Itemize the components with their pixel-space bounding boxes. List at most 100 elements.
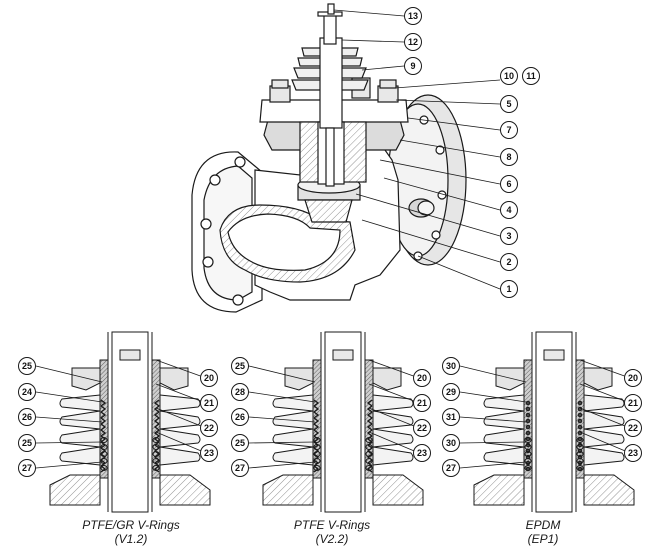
- packing-detail-2: [459, 331, 635, 513]
- packing-2-callout-left-29: 29: [442, 383, 460, 401]
- packing-leaders-2: [459, 359, 631, 469]
- packing-1-callout-right-22: 22: [413, 419, 431, 437]
- valve-callout-1-label: 1: [506, 284, 511, 294]
- packing-1-callout-right-20-label: 20: [417, 373, 427, 383]
- packing-0-callout-left-24: 24: [18, 383, 36, 401]
- packing-2-callout-right-22: 22: [624, 419, 642, 437]
- packing-0-callout-left-27-label: 27: [22, 463, 32, 473]
- packing-1-callout-left-27-label: 27: [235, 463, 245, 473]
- packing-0-callout-left-26: 26: [18, 408, 36, 426]
- valve-callout-8: 8: [500, 148, 518, 166]
- valve-callout-4: 4: [500, 201, 518, 219]
- packing-0-callout-left-25: 25: [18, 434, 36, 452]
- valve-callout-4-label: 4: [506, 205, 511, 215]
- packing-0-callout-left-27: 27: [18, 459, 36, 477]
- valve-callout-7: 7: [500, 121, 518, 139]
- packing-2-callout-right-23-label: 23: [628, 448, 638, 458]
- packing-2-callout-right-21-label: 21: [628, 398, 638, 408]
- packing-1-callout-left-25: 25: [231, 357, 249, 375]
- packing-1-callout-right-21: 21: [413, 394, 431, 412]
- packing-2-callout-left-30: 30: [442, 357, 460, 375]
- packing-2-callout-left-27: 27: [442, 459, 460, 477]
- packing-0-callout-right-22: 22: [200, 419, 218, 437]
- caption-v12-title: PTFE/GR V-Rings: [82, 518, 180, 532]
- valve-callout-9-label: 9: [410, 61, 415, 71]
- valve-callout-3: 3: [500, 227, 518, 245]
- valve-callout-12: 12: [404, 33, 422, 51]
- valve-callout-12-label: 12: [408, 37, 418, 47]
- packing-1-callout-left-26-label: 26: [235, 412, 245, 422]
- caption-v12-code: (V1.2): [114, 532, 148, 546]
- valve-callout-6: 6: [500, 175, 518, 193]
- packing-1-callout-right-23: 23: [413, 444, 431, 462]
- valve-callout-13-label: 13: [408, 11, 418, 21]
- caption-v22: PTFE V-Rings (V2.2): [232, 518, 432, 546]
- caption-ep1: EPDM (EP1): [443, 518, 643, 546]
- packing-detail-1: [248, 331, 424, 513]
- packing-2-callout-left-27-label: 27: [446, 463, 456, 473]
- packing-2-callout-right-20: 20: [624, 369, 642, 387]
- packing-0-callout-right-23-label: 23: [204, 448, 214, 458]
- packing-2-callout-right-22-label: 22: [628, 423, 638, 433]
- packing-1-callout-left-28: 28: [231, 383, 249, 401]
- valve-callout-2: 2: [500, 253, 518, 271]
- caption-ep1-title: EPDM: [525, 518, 561, 532]
- packing-1-callout-right-20: 20: [413, 369, 431, 387]
- packing-1-callout-left-26: 26: [231, 408, 249, 426]
- packing-leaders-1: [248, 359, 420, 469]
- packing-0-callout-right-20-label: 20: [204, 373, 214, 383]
- caption-v22-code: (V2.2): [315, 532, 349, 546]
- packing-2-callout-right-20-label: 20: [628, 373, 638, 383]
- packing-0-callout-left-25-label: 25: [22, 361, 32, 371]
- valve-callout-6-label: 6: [506, 179, 511, 189]
- packing-1-callout-right-23-label: 23: [417, 448, 427, 458]
- valve-callout-5-label: 5: [506, 99, 511, 109]
- packing-1-callout-left-25-label: 25: [235, 438, 245, 448]
- valve-callout-10-label: 10: [504, 71, 514, 81]
- control-valve-cutaway-illustration: [191, 3, 467, 313]
- packing-2-callout-left-31: 31: [442, 408, 460, 426]
- packing-2-callout-left-30: 30: [442, 434, 460, 452]
- valve-leader-lines: [333, 9, 501, 290]
- valve-callout-11-label: 11: [526, 71, 536, 81]
- packing-2-callout-right-23: 23: [624, 444, 642, 462]
- packing-1-callout-right-21-label: 21: [417, 398, 427, 408]
- packing-detail-0: [35, 331, 211, 513]
- packing-2-callout-left-31-label: 31: [446, 412, 456, 422]
- packing-0-callout-right-21: 21: [200, 394, 218, 412]
- packing-2-callout-right-21: 21: [624, 394, 642, 412]
- valve-callout-11: 11: [522, 67, 540, 85]
- packing-0-callout-left-25: 25: [18, 357, 36, 375]
- caption-ep1-code: (EP1): [527, 532, 559, 546]
- packing-leaders-0: [35, 359, 207, 469]
- packing-1-callout-left-27: 27: [231, 459, 249, 477]
- valve-callout-7-label: 7: [506, 125, 511, 135]
- valve-callout-1: 1: [500, 280, 518, 298]
- packing-0-callout-right-21-label: 21: [204, 398, 214, 408]
- packing-0-callout-left-24-label: 24: [22, 387, 32, 397]
- valve-callout-2-label: 2: [506, 257, 511, 267]
- packing-1-callout-left-25-label: 25: [235, 361, 245, 371]
- packing-2-callout-left-30-label: 30: [446, 438, 456, 448]
- packing-0-callout-left-26-label: 26: [22, 412, 32, 422]
- valve-callout-9: 9: [404, 57, 422, 75]
- valve-callout-3-label: 3: [506, 231, 511, 241]
- packing-1-callout-left-25: 25: [231, 434, 249, 452]
- caption-v22-title: PTFE V-Rings: [293, 518, 371, 532]
- valve-callout-13: 13: [404, 7, 422, 25]
- packing-0-callout-right-23: 23: [200, 444, 218, 462]
- packing-0-callout-left-25-label: 25: [22, 438, 32, 448]
- valve-callout-5: 5: [500, 95, 518, 113]
- packing-2-callout-left-29-label: 29: [446, 387, 456, 397]
- valve-callout-group: 13 12 9 10 11 5 7 8 6 4 3 2 1: [404, 7, 540, 298]
- packing-1-callout-right-22-label: 22: [417, 423, 427, 433]
- caption-v12: PTFE/GR V-Rings (V1.2): [31, 518, 231, 546]
- packing-2-callout-left-30-label: 30: [446, 361, 456, 371]
- packing-0-callout-right-20: 20: [200, 369, 218, 387]
- valve-callout-8-label: 8: [506, 152, 511, 162]
- packing-1-callout-left-28-label: 28: [235, 387, 245, 397]
- valve-callout-10: 10: [500, 67, 518, 85]
- packing-detail-group: 25 24 26 25 27 20 21 22 23 25 28 26 25 27 20 21 22 23 30 29…: [18, 331, 642, 513]
- packing-0-callout-right-22-label: 22: [204, 423, 214, 433]
